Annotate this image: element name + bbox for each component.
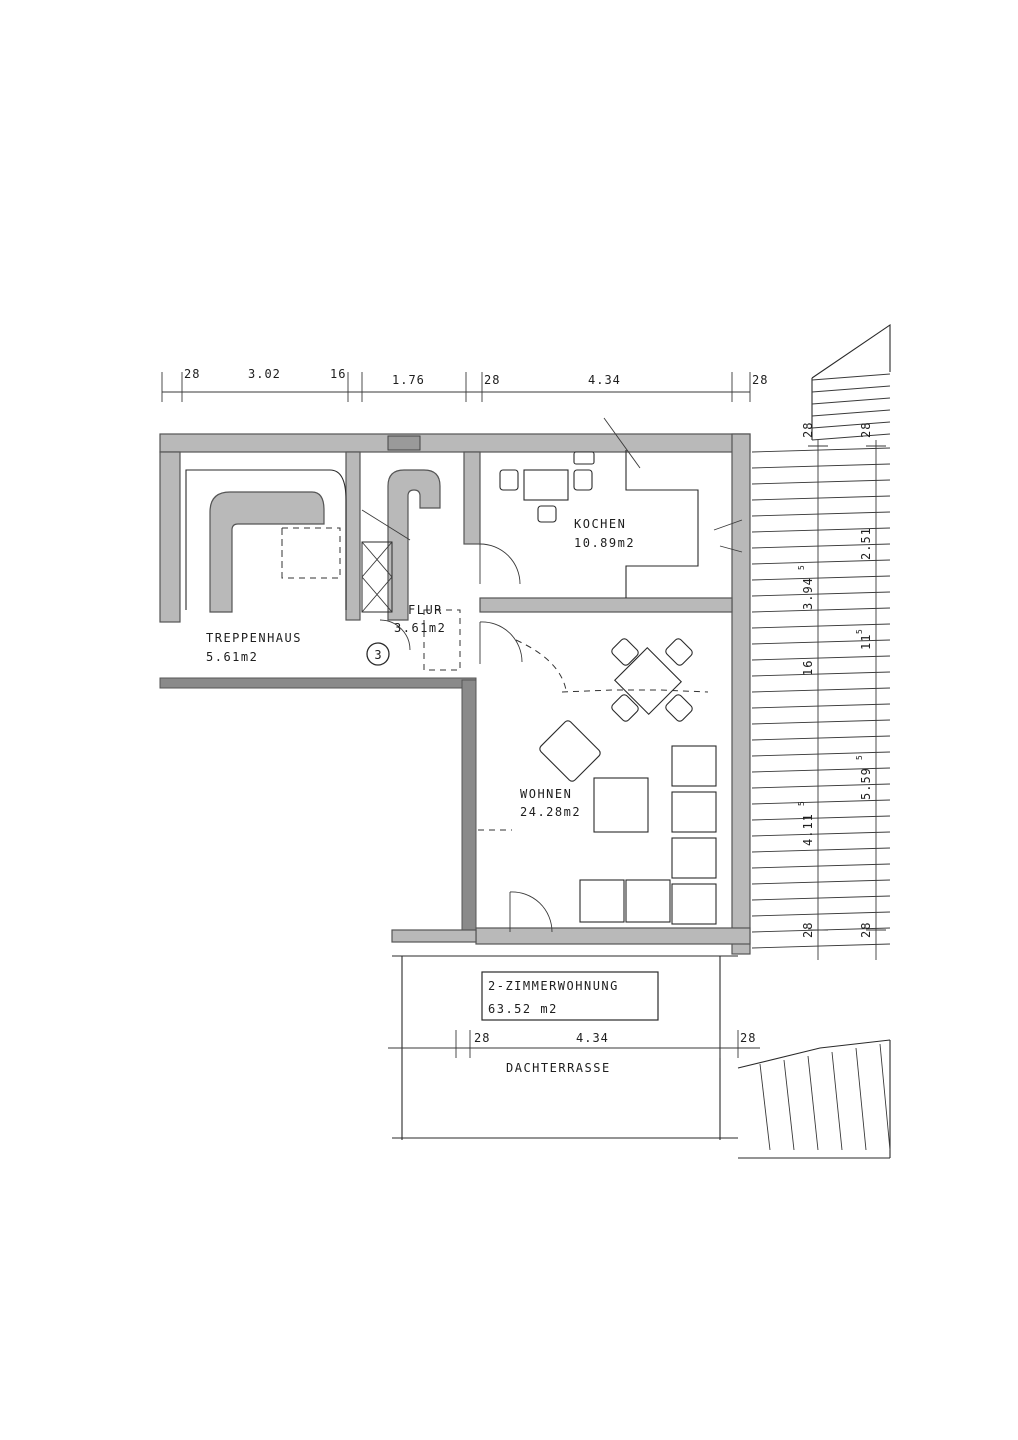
room-flur-area: 3.61m2 <box>394 621 446 635</box>
kitchen-furniture <box>499 417 743 598</box>
room-labels: KOCHEN 10.89m2 FLUR 3.61m2 TREPPENHAUS 5… <box>206 517 635 1075</box>
dim-terrace-1: 28 <box>474 1031 490 1045</box>
dim-right-inner-2-sup: 5 <box>797 565 806 570</box>
dim-top-kochen: 4.34 <box>588 373 621 387</box>
dim-right-inner-4: 4.11 <box>801 813 815 846</box>
dim-right-outer-4-sup: 5 <box>855 755 864 760</box>
room-kochen-area: 10.89m2 <box>574 536 635 550</box>
top-dimension-line: 28 3.02 16 1.76 28 4.34 28 <box>161 367 768 402</box>
room-treppenhaus-area: 5.61m2 <box>206 650 258 664</box>
dim-right-inner-5: 28 <box>801 922 815 938</box>
staircase <box>185 469 461 671</box>
room-flur-name: FLUR <box>408 603 443 617</box>
room-kochen-name: KOCHEN <box>574 517 626 531</box>
dim-right-outer-5: 28 <box>859 922 873 938</box>
terrace: 28 4.34 28 <box>388 955 760 1140</box>
right-dimension-lines: 28 3.94 5 16 4.11 5 28 28 2.51 11 5 5.59… <box>797 422 886 960</box>
dim-top-wall-4: 28 <box>752 373 768 387</box>
dim-right-inner-2: 3.94 <box>801 577 815 610</box>
room-dachterrasse-name: DACHTERRASSE <box>506 1061 611 1075</box>
dim-right-inner-1: 28 <box>801 422 815 438</box>
dim-right-outer-4: 5.59 <box>859 767 873 800</box>
room-wohnen-name: WOHNEN <box>520 787 572 801</box>
dim-right-inner-3: 16 <box>801 660 815 676</box>
walls <box>159 433 751 955</box>
dim-right-outer-2: 2.51 <box>859 527 873 560</box>
dim-top-flur: 1.76 <box>392 373 425 387</box>
room-wohnen-area: 24.28m2 <box>520 805 581 819</box>
dim-right-outer-3-sup: 5 <box>855 629 864 634</box>
apartment-title: 2-ZIMMERWOHNUNG <box>488 979 619 993</box>
dim-right-outer-3: 11 <box>859 634 873 650</box>
stair-marker-number: 3 <box>374 648 381 662</box>
dim-top-treppenhaus: 3.02 <box>248 367 281 381</box>
doors <box>379 543 567 933</box>
dim-right-inner-4-sup: 5 <box>797 801 806 806</box>
dim-right-outer-1: 28 <box>859 422 873 438</box>
living-furniture <box>478 638 717 925</box>
apartment-summary-box: 2-ZIMMERWOHNUNG 63.52 m2 <box>481 971 659 1021</box>
dim-top-wall-2: 16 <box>330 367 346 381</box>
apartment-area: 63.52 m2 <box>488 1002 558 1016</box>
dim-terrace-3: 28 <box>740 1031 756 1045</box>
dim-terrace-2: 4.34 <box>576 1031 609 1045</box>
dim-top-wall-1: 28 <box>184 367 200 381</box>
stair-marker: 3 <box>366 642 390 666</box>
room-treppenhaus-name: TREPPENHAUS <box>206 631 302 645</box>
roof-hatching <box>737 323 891 1159</box>
dim-top-wall-3: 28 <box>484 373 500 387</box>
